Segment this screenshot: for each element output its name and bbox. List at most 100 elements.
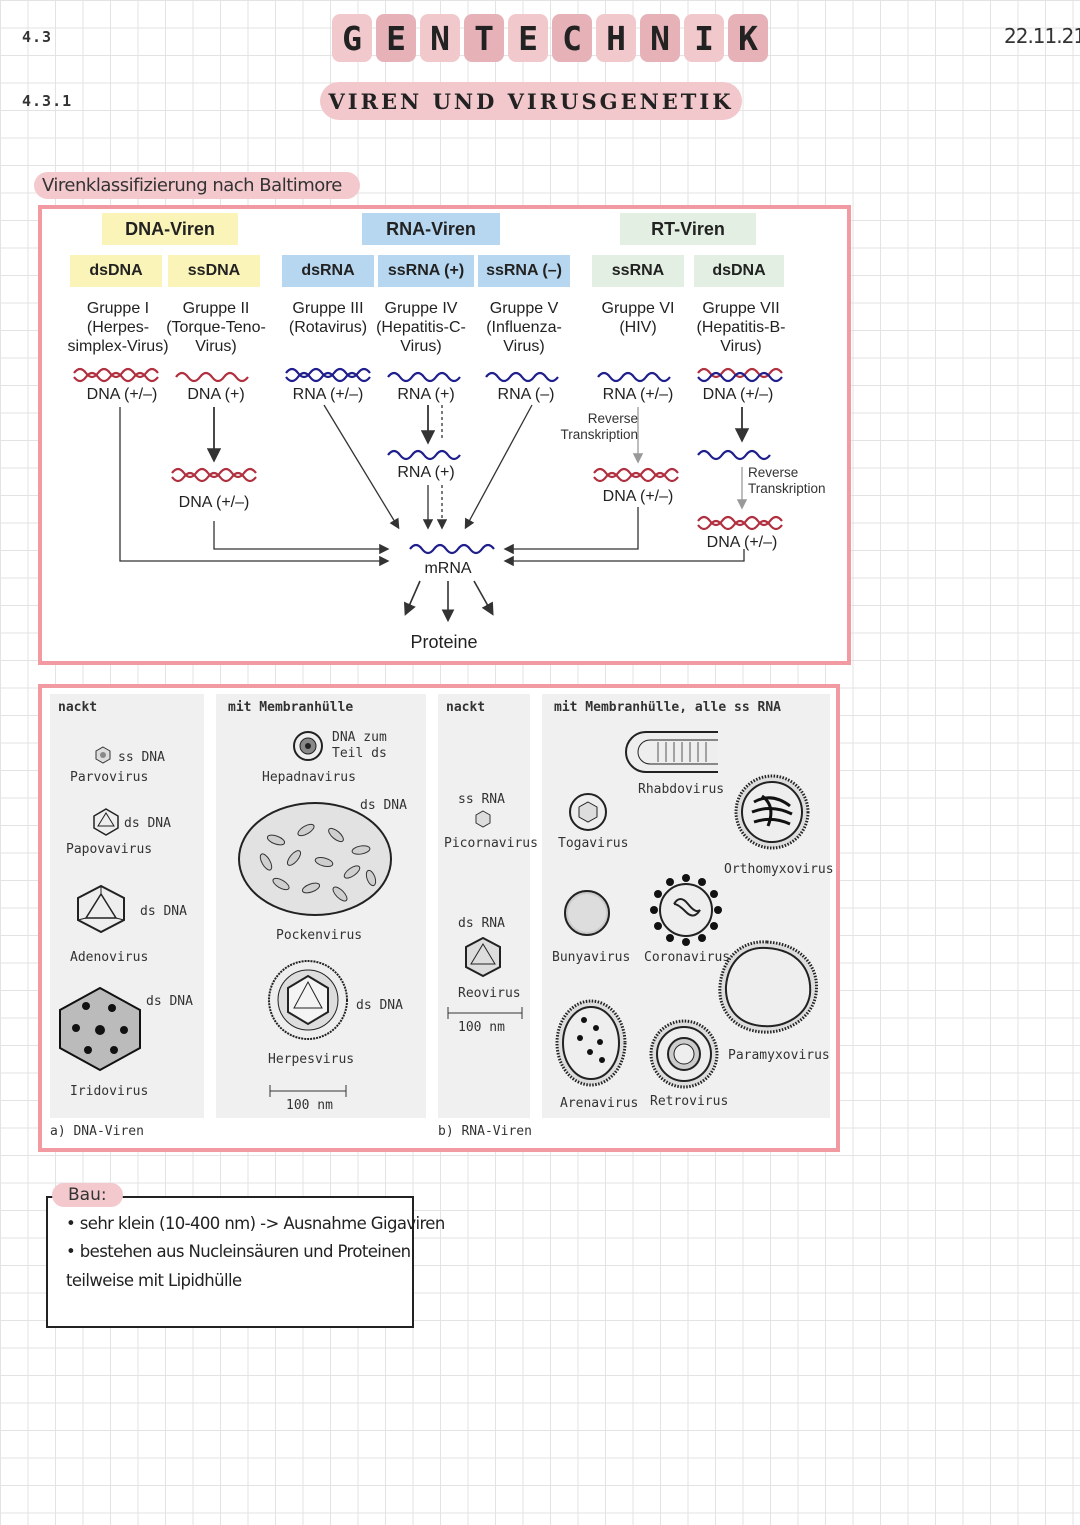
retrovirus-name: Retrovirus bbox=[650, 1094, 729, 1109]
orthomyxovirus-icon bbox=[734, 774, 810, 850]
wave-rna-g6 bbox=[597, 371, 671, 383]
genome-7: DNA (+/–) bbox=[702, 386, 774, 403]
wave-rna-g5 bbox=[485, 371, 559, 383]
bau-line-3: teilweise mit Lipidhülle bbox=[66, 1271, 242, 1290]
parvovirus-icon bbox=[95, 746, 111, 764]
genome-3: RNA (+/–) bbox=[292, 386, 364, 403]
mrna-label: mRNA bbox=[424, 560, 472, 577]
flow-diagram bbox=[73, 367, 783, 623]
baltimore-diagram: DNA-Viren RNA-Viren RT-Viren dsDNA ssDNA… bbox=[38, 205, 851, 665]
picornavirus-icon bbox=[475, 810, 491, 828]
subtype-ssdna: ssDNA bbox=[168, 255, 260, 287]
bau-box bbox=[46, 1196, 414, 1328]
wave-dna-g2 bbox=[175, 371, 249, 383]
genome-4: RNA (+) bbox=[397, 386, 455, 403]
iridovirus-name: Iridovirus bbox=[70, 1084, 149, 1099]
genome-2: DNA (+) bbox=[187, 386, 245, 403]
parvovirus-type: ss DNA bbox=[118, 750, 165, 765]
herpesvirus-name: Herpesvirus bbox=[268, 1052, 355, 1067]
subtype-ssrna-minus: ssRNA (–) bbox=[478, 255, 570, 287]
adenovirus-icon bbox=[77, 884, 125, 934]
proteins-label: Proteine bbox=[410, 632, 478, 652]
scale-bar-1 bbox=[269, 1085, 347, 1097]
category-rna: RNA-Viren bbox=[362, 213, 500, 245]
title-letter: H bbox=[596, 14, 636, 62]
arenavirus-icon bbox=[555, 999, 627, 1087]
papovavirus-name: Papovavirus bbox=[66, 842, 153, 857]
pockenvirus-icon bbox=[238, 802, 392, 916]
paramyxovirus-icon bbox=[718, 940, 819, 1034]
header-nackt-1: nackt bbox=[58, 700, 98, 715]
bau-line-1: • sehr klein (10-400 nm) -> Ausnahme Gig… bbox=[66, 1214, 445, 1233]
togavirus-name: Togavirus bbox=[558, 836, 629, 851]
scale-label-1: 100 nm bbox=[286, 1098, 333, 1113]
hepadnavirus-name: Hepadnavirus bbox=[262, 770, 356, 785]
header-nackt-2: nackt bbox=[446, 700, 486, 715]
intermediate-rna: RNA (+) bbox=[376, 463, 476, 482]
pockenvirus-name: Pockenvirus bbox=[276, 928, 363, 943]
group-6: Gruppe VI(HIV) bbox=[601, 300, 675, 336]
iridovirus-type: ds DNA bbox=[146, 994, 193, 1009]
rhabdovirus-name: Rhabdovirus bbox=[638, 782, 725, 797]
subsection-number: 4.3.1 bbox=[22, 92, 73, 110]
title-letter: K bbox=[728, 14, 768, 62]
wave-dna-g1 bbox=[73, 367, 159, 379]
section-number: 4.3 bbox=[22, 28, 53, 46]
group-2: Gruppe II(Torque-Teno-Virus) bbox=[166, 300, 266, 355]
bunyavirus-name: Bunyavirus bbox=[552, 950, 631, 965]
pockenvirus-type: ds DNA bbox=[360, 798, 407, 813]
intermediate-rt-dna: DNA (+/–) bbox=[602, 488, 674, 505]
wave-rt-rna bbox=[697, 449, 771, 461]
subtype-rt-ssrna: ssRNA bbox=[592, 255, 684, 287]
panel-rna-naked bbox=[438, 694, 530, 1118]
genome-1: DNA (+/–) bbox=[86, 386, 158, 403]
title-letter: N bbox=[640, 14, 680, 62]
wave-dna-mid bbox=[171, 467, 257, 479]
papovavirus-type: ds DNA bbox=[124, 816, 171, 831]
intermediate-dna: DNA (+/–) bbox=[178, 494, 250, 511]
reovirus-icon bbox=[465, 936, 501, 978]
category-rt: RT-Viren bbox=[620, 213, 756, 245]
caption-dna: a) DNA-Viren bbox=[50, 1124, 144, 1139]
group-5: Gruppe V(Influenza-Virus) bbox=[486, 300, 562, 355]
wave-rt-dna bbox=[593, 467, 679, 479]
subtype-dsdna: dsDNA bbox=[70, 255, 162, 287]
group-1: Gruppe I(Herpes-simplex-Virus) bbox=[67, 300, 169, 355]
title-letter: T bbox=[464, 14, 504, 62]
scale-bar-2 bbox=[447, 1007, 523, 1019]
coronavirus-name: Coronavirus bbox=[644, 950, 731, 965]
subtype-ssrna-plus: ssRNA (+) bbox=[378, 255, 474, 287]
parvovirus-name: Parvovirus bbox=[70, 770, 149, 785]
coronavirus-icon bbox=[650, 874, 722, 946]
adenovirus-name: Adenovirus bbox=[70, 950, 149, 965]
title-letter: I bbox=[684, 14, 724, 62]
reovirus-name: Reovirus bbox=[458, 986, 521, 1001]
category-dna: DNA-Viren bbox=[102, 213, 238, 245]
wave-rt-dna2 bbox=[697, 515, 783, 527]
title-letter: E bbox=[508, 14, 548, 62]
wave-rna-g4 bbox=[387, 371, 461, 383]
header-membran-1: mit Membranhülle bbox=[228, 700, 354, 715]
herpesvirus-icon bbox=[268, 960, 348, 1040]
title-letter: C bbox=[552, 14, 592, 62]
rhabdovirus-icon bbox=[625, 731, 718, 773]
header-membran-2: mit Membranhülle, alle ss RNA bbox=[554, 700, 781, 715]
hepadnavirus-icon bbox=[293, 731, 323, 761]
retrovirus-icon bbox=[649, 1019, 719, 1089]
adenovirus-type: ds DNA bbox=[140, 904, 187, 919]
picornavirus-name: Picornavirus bbox=[444, 836, 538, 851]
date: 22.11.21 bbox=[1004, 24, 1080, 48]
togavirus-icon bbox=[569, 793, 607, 831]
wave-rna-mid bbox=[387, 449, 461, 461]
virus-morphology: nackt mit Membranhülle nackt mit Membran… bbox=[38, 684, 840, 1152]
title-letter: E bbox=[376, 14, 416, 62]
papovavirus-icon bbox=[93, 808, 119, 836]
wave-dna-g7 bbox=[697, 367, 783, 379]
baltimore-tag: Virenklassifizierung nach Baltimore bbox=[34, 172, 360, 199]
genome-5: RNA (–) bbox=[497, 386, 555, 403]
picornavirus-type: ss RNA bbox=[458, 792, 505, 807]
subtype-rt-dsdna: dsDNA bbox=[694, 255, 784, 287]
group-3: Gruppe III(Rotavirus) bbox=[288, 300, 368, 336]
page-subtitle: Viren und Virusgenetik bbox=[320, 82, 742, 120]
